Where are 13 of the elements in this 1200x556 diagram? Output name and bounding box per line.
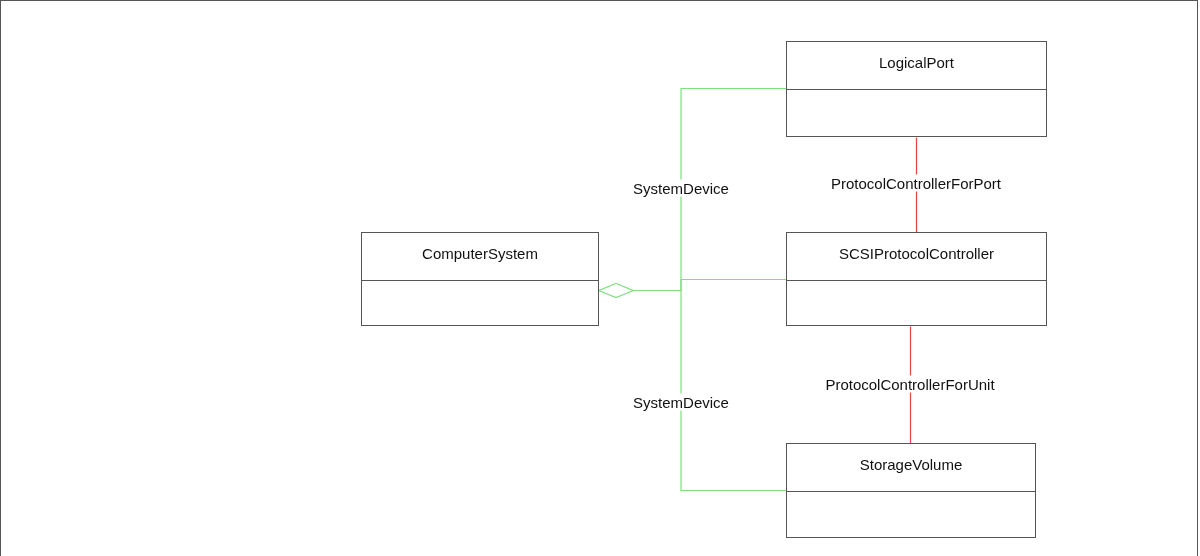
class-box	[786, 41, 1047, 137]
edge-label: ProtocolControllerForPort	[829, 174, 1003, 192]
edge-label: SystemDevice	[632, 179, 730, 197]
edge-label: SystemDevice	[632, 393, 730, 411]
class-box	[361, 232, 599, 326]
aggregation-line	[598, 283, 787, 492]
class-box	[786, 443, 1036, 538]
class-box	[786, 232, 1047, 326]
class-name: ComputerSystem	[421, 245, 539, 262]
edge-label: ProtocolControllerForUnit	[824, 375, 996, 393]
class-name: StorageVolume	[858, 456, 964, 473]
class-name: LogicalPort	[877, 54, 955, 71]
class-name: SCSIProtocolController	[837, 245, 996, 262]
